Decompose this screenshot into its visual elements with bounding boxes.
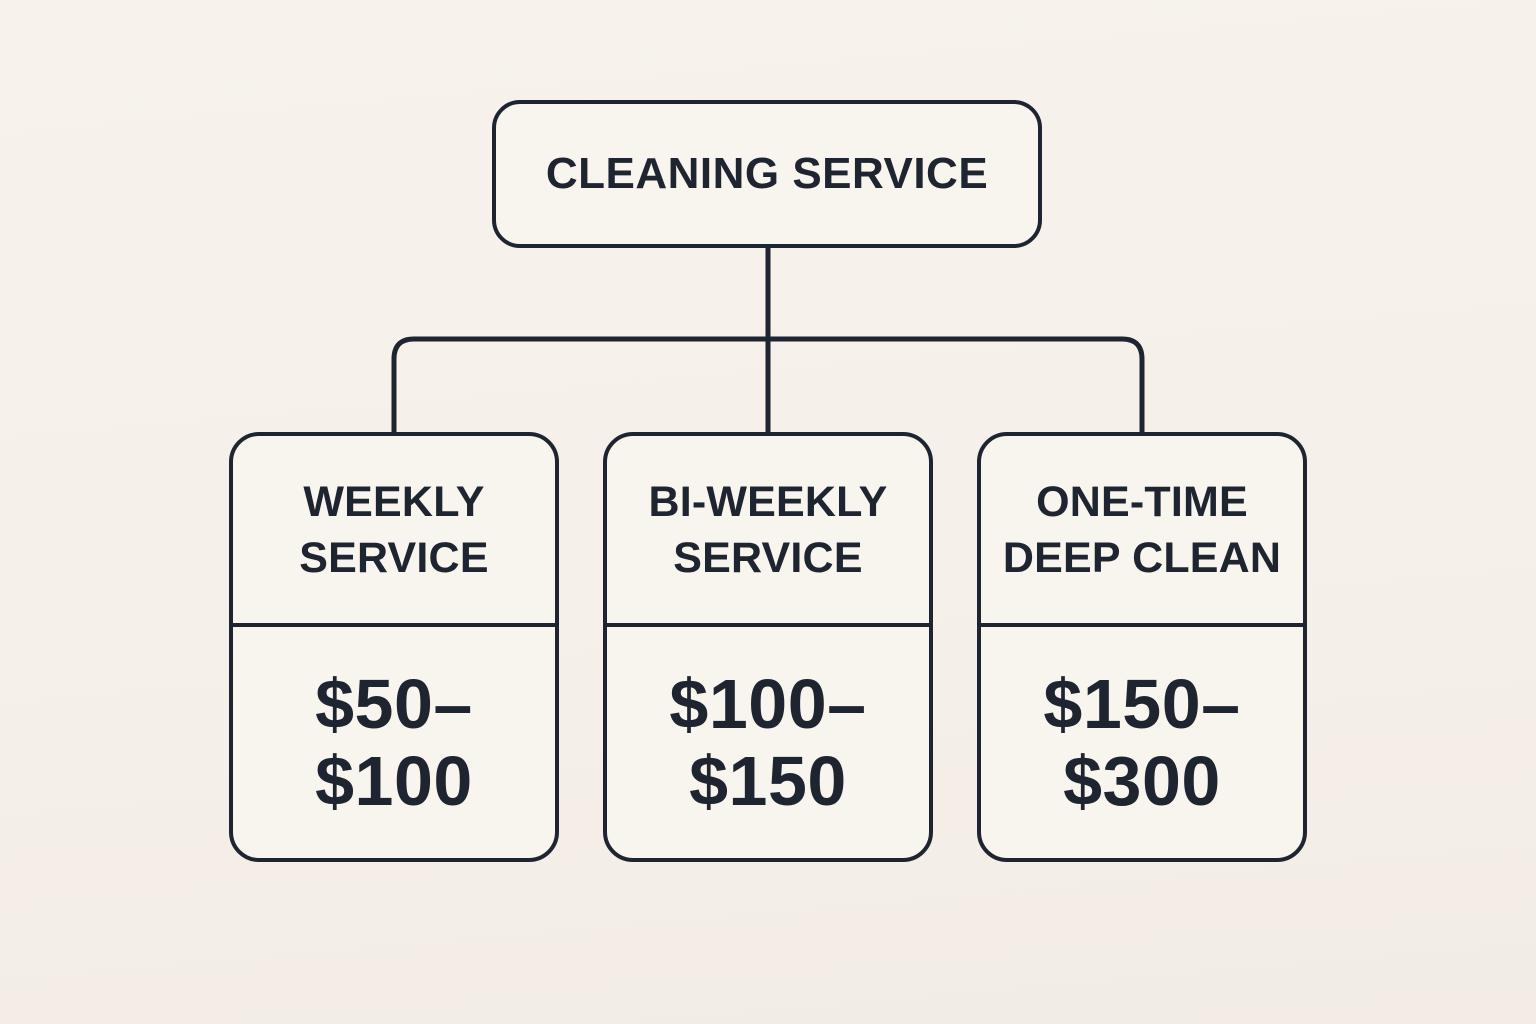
node-biweekly-service: BI-WEEKLY SERVICE $100– $150 — [603, 432, 933, 862]
node-title: ONE-TIME DEEP CLEAN — [981, 436, 1303, 627]
node-onetime-deep-clean: ONE-TIME DEEP CLEAN $150– $300 — [977, 432, 1307, 862]
node-title-line: BI-WEEKLY — [648, 477, 888, 526]
root-node-label: CLEANING SERVICE — [545, 149, 989, 198]
node-price-line: $300 — [1063, 741, 1221, 820]
node-title: BI-WEEKLY SERVICE — [607, 436, 929, 627]
node-title: WEEKLY SERVICE — [233, 436, 555, 627]
node-title-line: SERVICE — [673, 533, 863, 582]
node-title-line: WEEKLY — [303, 477, 485, 526]
node-title-line: DEEP CLEAN — [1002, 533, 1282, 582]
node-price: $100– $150 — [607, 627, 929, 858]
connector-branch-bus — [391, 336, 1145, 434]
node-title-line: ONE-TIME — [1036, 477, 1248, 526]
node-price-line: $150 — [689, 741, 847, 820]
node-weekly-service: WEEKLY SERVICE $50– $100 — [229, 432, 559, 862]
node-price: $150– $300 — [981, 627, 1303, 858]
node-price-line: $150– — [1043, 664, 1241, 743]
node-price-line: $100 — [315, 741, 473, 820]
node-price: $50– $100 — [233, 627, 555, 858]
node-price-line: $100– — [669, 664, 867, 743]
node-cleaning-service: CLEANING SERVICE — [492, 100, 1042, 248]
node-title-line: SERVICE — [299, 533, 489, 582]
node-price-line: $50– — [315, 664, 473, 743]
